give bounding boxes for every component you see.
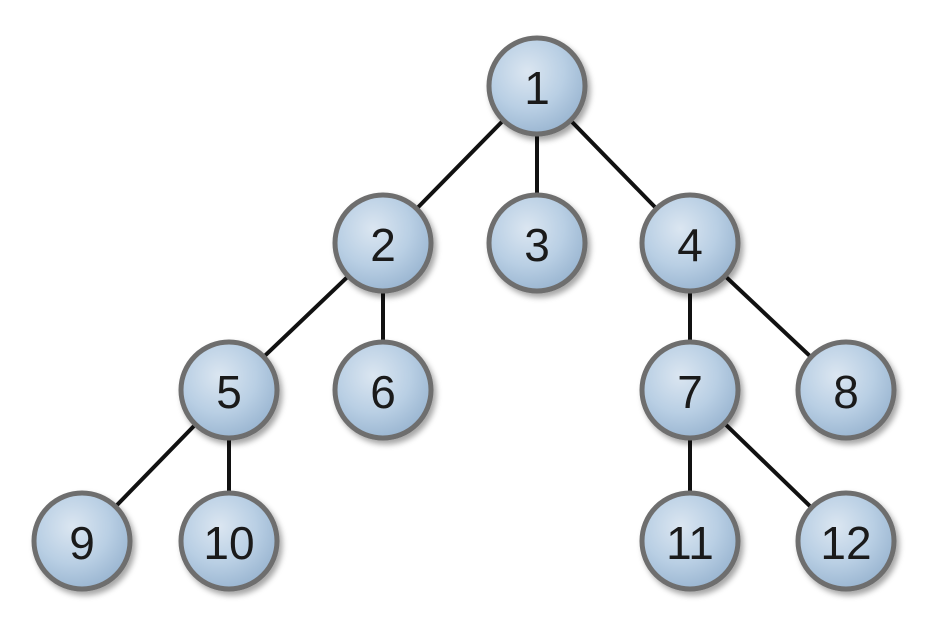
- tree-node-1: 1: [486, 35, 588, 137]
- tree-node-7: 7: [639, 339, 741, 441]
- node-label-12: 12: [820, 517, 871, 569]
- node-label-6: 6: [370, 366, 396, 418]
- node-label-9: 9: [69, 517, 95, 569]
- tree-node-2: 2: [332, 192, 434, 294]
- tree-node-3: 3: [486, 192, 588, 294]
- node-circle-4: [639, 192, 741, 294]
- node-circle-10: [178, 490, 280, 592]
- node-label-11: 11: [666, 517, 714, 569]
- node-label-4: 4: [677, 219, 703, 271]
- node-label-5: 5: [216, 366, 242, 418]
- tree-node-9: 9: [31, 490, 133, 592]
- tree-node-11: 11: [639, 490, 741, 592]
- node-circle-6: [332, 339, 434, 441]
- node-label-2: 2: [370, 219, 396, 271]
- tree-node-10: 10: [178, 490, 280, 592]
- node-circle-8: [795, 339, 897, 441]
- tree-node-4: 4: [639, 192, 741, 294]
- node-circle-7: [639, 339, 741, 441]
- node-circle-3: [486, 192, 588, 294]
- node-circle-11: [639, 490, 741, 592]
- tree-node-5: 5: [178, 339, 280, 441]
- node-label-1: 1: [524, 62, 550, 114]
- node-label-10: 10: [203, 517, 254, 569]
- node-label-3: 3: [524, 219, 550, 271]
- node-circle-2: [332, 192, 434, 294]
- tree-node-12: 12: [795, 490, 897, 592]
- node-circle-9: [31, 490, 133, 592]
- node-circle-5: [178, 339, 280, 441]
- node-circle-12: [795, 490, 897, 592]
- tree-node-6: 6: [332, 339, 434, 441]
- edges-layer: [80, 84, 848, 543]
- tree-node-8: 8: [795, 339, 897, 441]
- node-label-8: 8: [833, 366, 859, 418]
- node-circle-1: [486, 35, 588, 137]
- node-label-7: 7: [677, 366, 703, 418]
